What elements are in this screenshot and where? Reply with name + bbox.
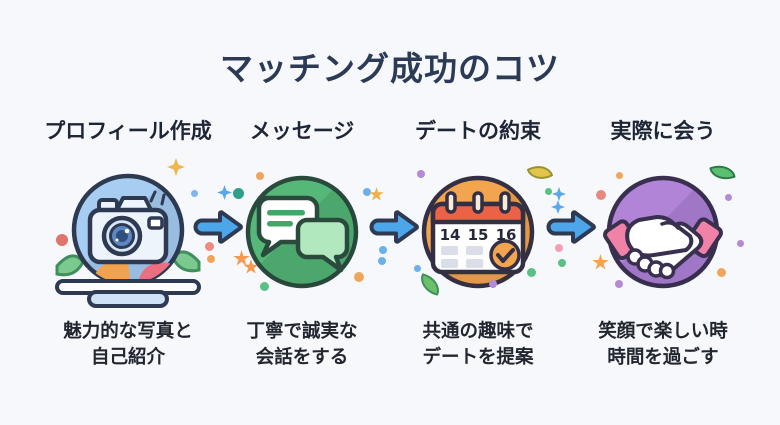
step-message-caption: 丁寧で誠実な 会話をする (212, 319, 392, 372)
step-meet: 実際に会う (573, 118, 753, 372)
decor-dot (191, 190, 198, 197)
decor-dot (378, 257, 386, 265)
decor-dot (616, 172, 623, 179)
decor-dot (354, 272, 364, 282)
decor-dot (233, 188, 244, 199)
flash-lines (149, 190, 166, 206)
decor-dot (558, 259, 566, 267)
decor-dot (489, 280, 497, 288)
decor-dot (363, 188, 371, 196)
camera-icon-wrap (43, 158, 214, 317)
calendar-glyph (430, 191, 526, 275)
tray-base (87, 290, 169, 308)
right-arrow-icon (369, 210, 419, 244)
step-profile-label: プロフィール作成 (44, 119, 212, 143)
page-title: マッチング成功のコツ (220, 49, 560, 88)
calendar-day: 15 (468, 226, 489, 244)
decor-dot (545, 188, 552, 195)
leaf-left (55, 254, 85, 277)
decor-dot (379, 246, 387, 254)
step-meet-caption: 笑顔で楽しい時 時間を過ごす (573, 319, 753, 372)
right-arrow-icon (546, 210, 596, 244)
chat-bubbles-icon (245, 175, 359, 289)
decor-dot (56, 234, 68, 246)
caption-line: 共通の趣味で (422, 321, 534, 342)
handshake-glyph (603, 215, 723, 280)
decor-dot (527, 268, 536, 277)
decor-dot (256, 172, 264, 180)
decor-dot (737, 240, 744, 247)
chat-glyph (256, 195, 350, 273)
decor-dot (417, 170, 425, 178)
handshake-icon (603, 175, 723, 289)
calendar-day: 14 (440, 226, 461, 244)
handshake-icon-wrap (578, 161, 748, 317)
step-date-label: デートの約束 (415, 119, 541, 143)
decor-dot (414, 265, 421, 272)
caption-line: 丁寧で誠実な (246, 321, 358, 342)
calendar-day: 16 (496, 226, 517, 244)
camera-icon (55, 173, 201, 308)
decor-dot (717, 268, 726, 277)
decor-dot (260, 282, 269, 291)
calendar-days: 14 15 16 (440, 226, 517, 244)
caption-line: 笑顔で楽しい時 (598, 321, 728, 342)
step-profile: プロフィール作成 (38, 118, 218, 372)
step-meet-label: 実際に会う (610, 119, 716, 143)
decor-dot (596, 190, 606, 200)
calendar-icon: 14 15 16 (421, 175, 535, 289)
step-profile-caption: 魅力的な写真と 自己紹介 (38, 319, 218, 372)
chat-icon-wrap (217, 162, 387, 317)
right-arrow-icon (193, 210, 243, 244)
caption-line: 自己紹介 (90, 347, 165, 369)
decor-dot (207, 255, 215, 263)
step-date-caption: 共通の趣味で デートを提案 (388, 319, 568, 372)
caption-line: デートを提案 (422, 347, 534, 369)
decor-dot (725, 194, 732, 201)
caption-line: 会話をする (255, 347, 349, 369)
caption-line: 魅力的な写真と (63, 321, 193, 342)
decor-dot (555, 244, 563, 252)
camera-glyph (87, 190, 169, 265)
step-date: デートの約束 (388, 118, 568, 372)
decor-dot (615, 280, 623, 288)
calendar-icon-wrap: 14 15 16 (393, 160, 565, 317)
step-message: メッセージ 丁寧で誠実な 会話をする (212, 118, 392, 372)
caption-line: 時間を過ごす (607, 347, 719, 369)
decor-dot (205, 242, 214, 251)
step-message-label: メッセージ (249, 119, 355, 143)
